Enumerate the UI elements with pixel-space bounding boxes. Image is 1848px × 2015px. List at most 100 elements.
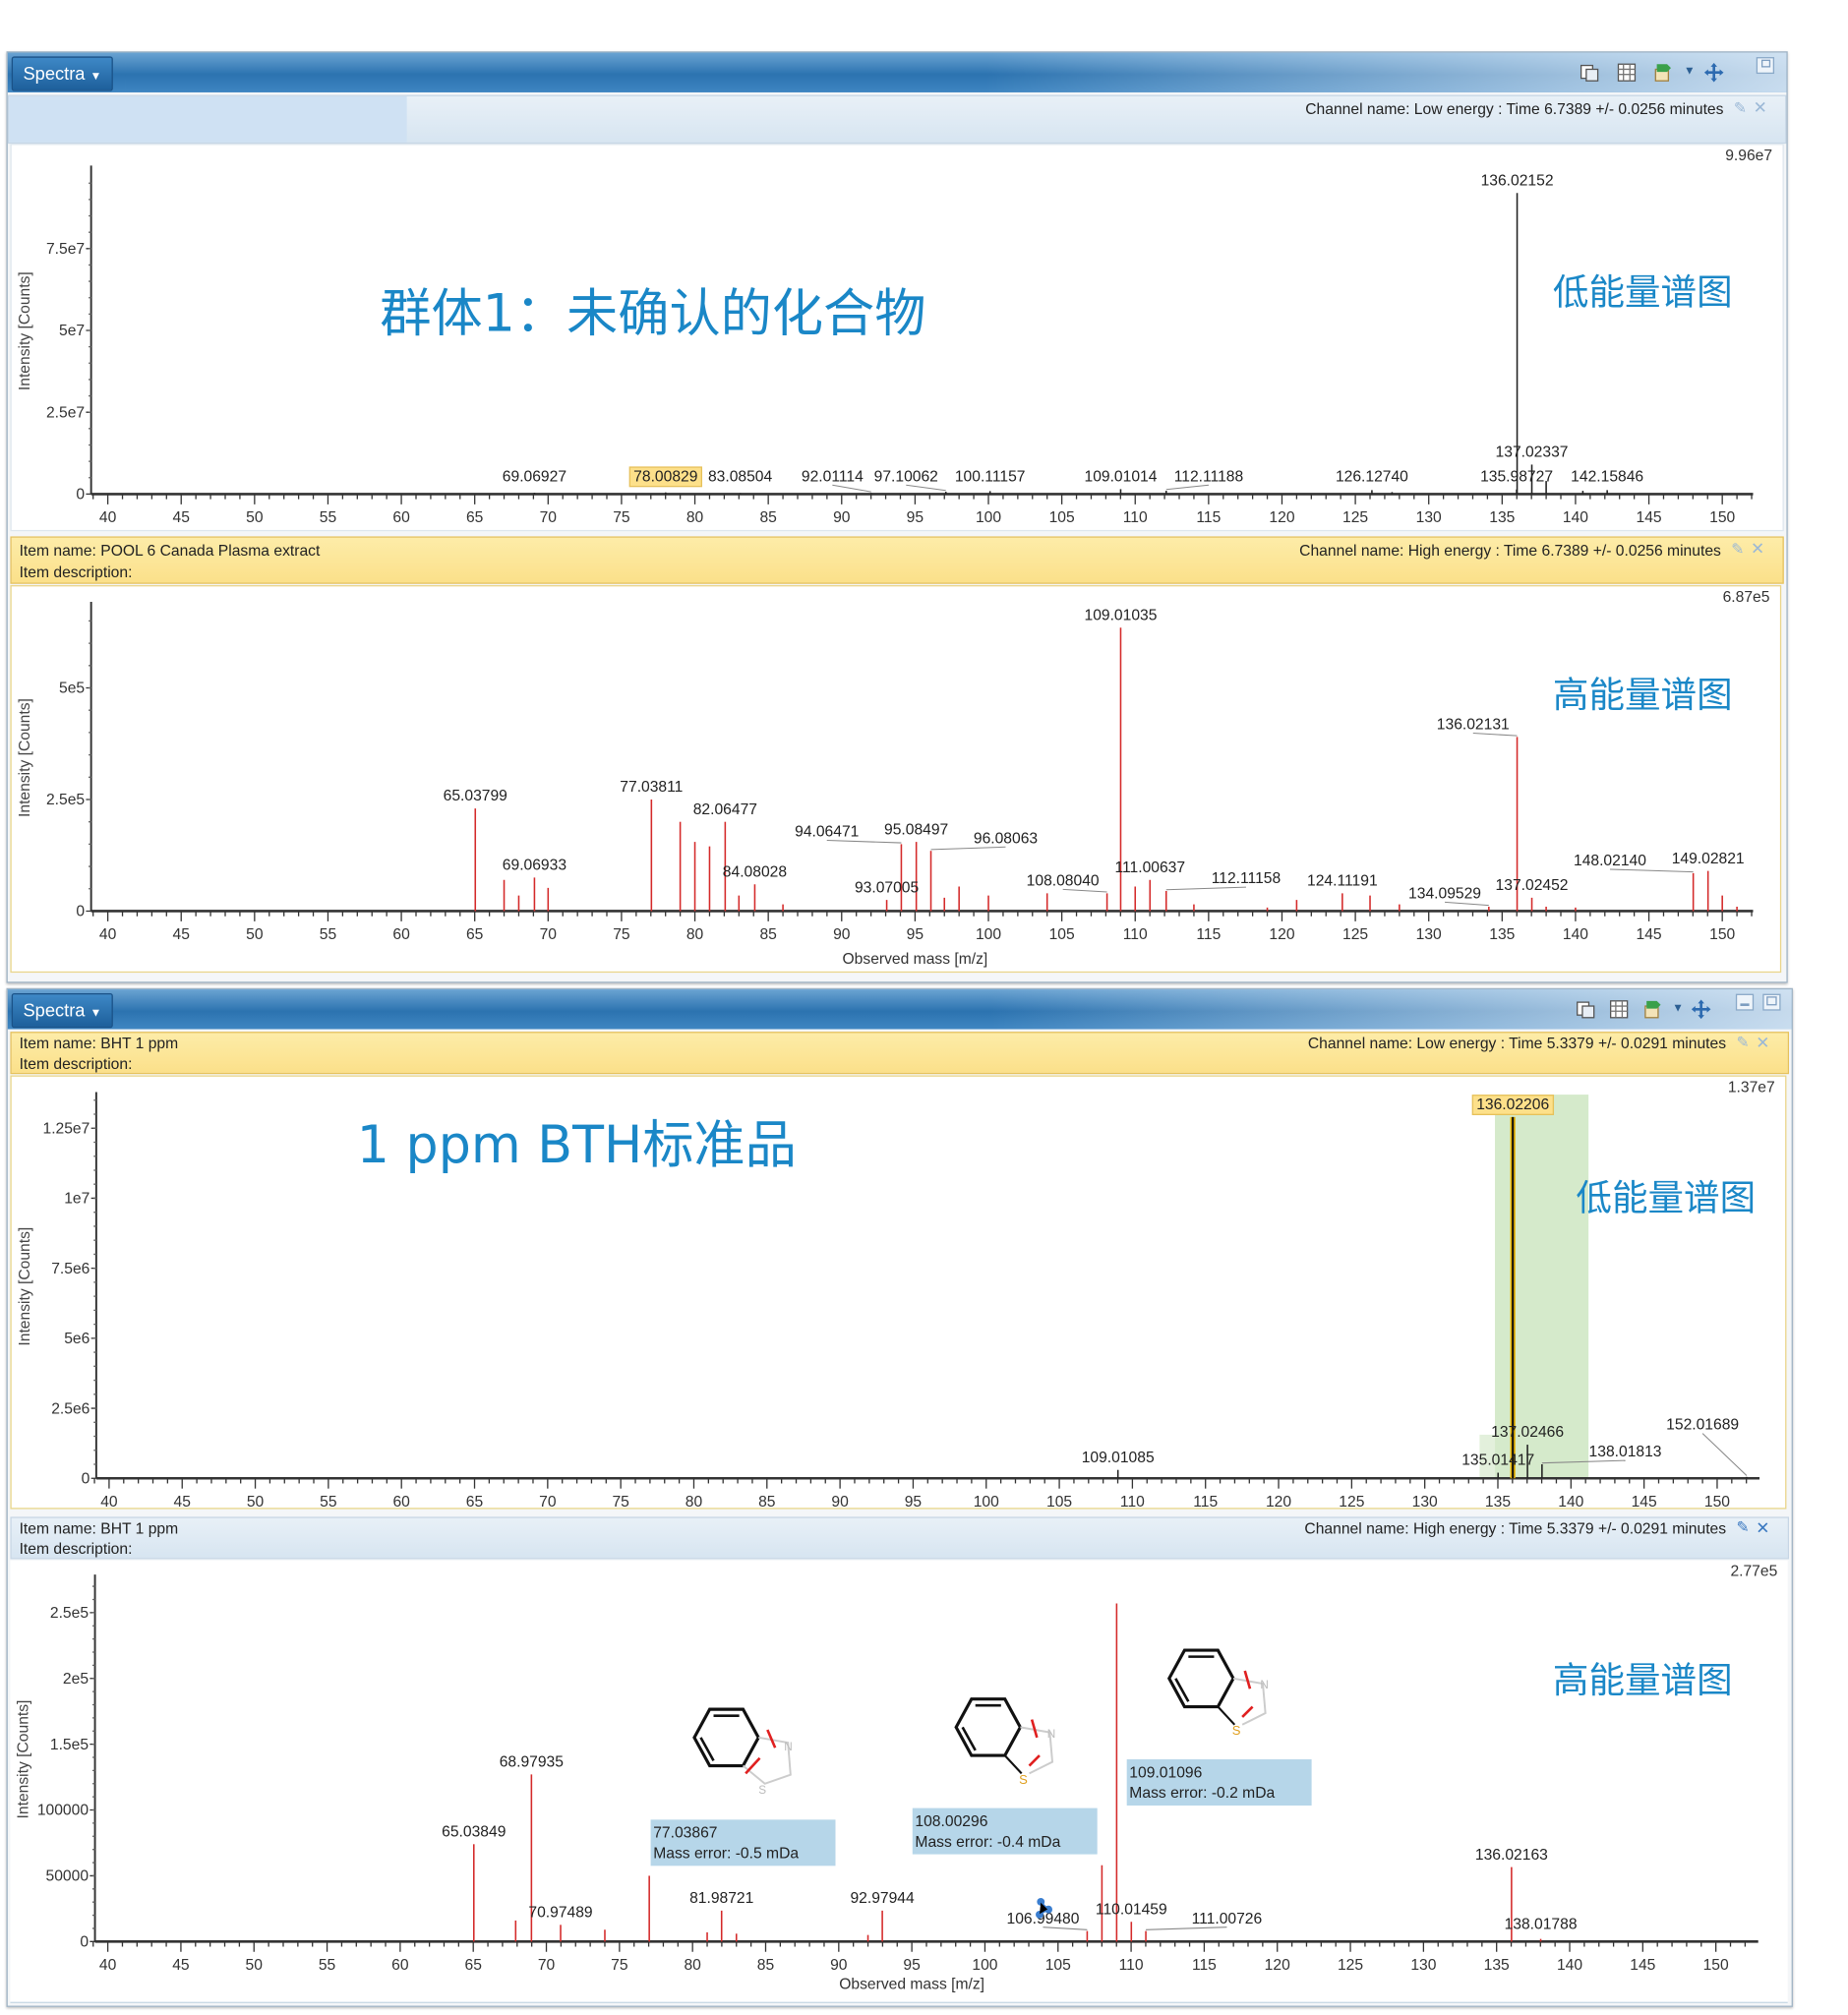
- annotation-mass: 109.01096: [1129, 1762, 1203, 1782]
- panel-high-energy-header[interactable]: Item name: POOL 6 Canada Plasma extract …: [10, 536, 1784, 584]
- pan-icon[interactable]: [1703, 62, 1724, 83]
- x-tick-label: 65: [465, 1957, 483, 1974]
- peak-label: 82.06477: [693, 801, 757, 818]
- x-tick-label: 120: [1266, 1494, 1291, 1508]
- x-tick-label: 60: [391, 1957, 409, 1974]
- x-tick-label: 140: [1563, 926, 1588, 943]
- overlay-high-energy-label: 高能量谱图: [1552, 1659, 1733, 1702]
- close-icon[interactable]: ✕: [1756, 1033, 1770, 1053]
- panel-low-energy-header[interactable]: Item name: BHT 1 ppm Item description: C…: [10, 1032, 1790, 1075]
- y-tick-label: 0: [82, 1470, 90, 1487]
- export-icon[interactable]: [1653, 63, 1673, 83]
- x-tick-label: 90: [833, 926, 851, 943]
- x-tick-label: 80: [684, 1957, 701, 1974]
- peak-label: 65.03799: [444, 788, 507, 804]
- x-tick-label: 45: [173, 509, 191, 526]
- x-tick-label: 130: [1412, 1494, 1438, 1508]
- export-dropdown-icon[interactable]: ▼: [1672, 1000, 1684, 1014]
- x-tick-label: 150: [1704, 1494, 1730, 1508]
- atom-label-n: N: [784, 1741, 792, 1753]
- x-tick-label: 110: [1123, 926, 1148, 943]
- x-tick-label: 100: [974, 1494, 999, 1508]
- peak-label: 69.06933: [503, 858, 567, 874]
- peak-label-leader: [1062, 888, 1107, 893]
- x-tick-label: 75: [613, 509, 630, 526]
- spectra-menu-button[interactable]: Spectra▼: [11, 992, 114, 1029]
- x-tick-label: 125: [1342, 926, 1368, 943]
- peak-label: 137.02452: [1496, 877, 1569, 894]
- x-tick-label: 140: [1563, 509, 1588, 526]
- table-icon[interactable]: [1609, 1000, 1629, 1020]
- x-tick-label: 150: [1709, 509, 1735, 526]
- pin-icon[interactable]: ✎: [1736, 1517, 1750, 1536]
- restore-window-icon[interactable]: [1756, 56, 1775, 76]
- minimize-window-icon[interactable]: [1735, 993, 1755, 1013]
- annotation-mass: 108.00296: [915, 1811, 988, 1830]
- item-description: Item description:: [19, 563, 133, 582]
- pin-icon[interactable]: ✎: [1731, 540, 1745, 559]
- y-tick-label: 1.5e5: [50, 1737, 89, 1753]
- panel-high-energy-header[interactable]: Item name: BHT 1 ppm Item description: C…: [10, 1516, 1790, 1560]
- restore-window-icon[interactable]: [1762, 993, 1782, 1013]
- channel-name: Channel name: High energy : Time 5.3379 …: [1304, 1519, 1727, 1538]
- x-tick-label: 110: [1119, 1957, 1144, 1974]
- y-axis-label: Intensity [Counts]: [16, 1700, 32, 1819]
- pan-icon[interactable]: [1691, 999, 1711, 1020]
- y-tick-label: 1.25e7: [42, 1120, 89, 1137]
- x-tick-label: 70: [540, 509, 558, 526]
- close-icon[interactable]: ✕: [1753, 97, 1767, 117]
- panel-low-energy-header[interactable]: Channel name: Low energy : Time 6.7389 +…: [7, 94, 1787, 145]
- y-axis-label: Intensity [Counts]: [17, 1227, 33, 1346]
- peak-label: 138.01788: [1505, 1916, 1578, 1932]
- pin-icon[interactable]: ✎: [1733, 98, 1747, 117]
- x-tick-label: 145: [1630, 1957, 1655, 1974]
- x-tick-label: 125: [1342, 509, 1368, 526]
- x-tick-label: 130: [1416, 509, 1442, 526]
- y-tick-label: 5e6: [64, 1331, 89, 1347]
- x-tick-label: 45: [174, 1494, 192, 1508]
- peak-label-leader: [930, 846, 1006, 851]
- copy-icon[interactable]: [1580, 63, 1599, 83]
- export-icon[interactable]: [1642, 1000, 1662, 1020]
- x-tick-label: 40: [99, 1957, 117, 1974]
- peak-label: 95.08497: [884, 821, 948, 838]
- export-dropdown-icon[interactable]: ▼: [1684, 64, 1696, 78]
- pin-icon[interactable]: ✎: [1736, 1033, 1750, 1051]
- peak-label: 111.00637: [1114, 859, 1185, 876]
- x-tick-label: 100: [976, 926, 1001, 943]
- x-tick-label: 115: [1196, 926, 1221, 943]
- annotation-mass-error: Mass error: -0.5 mDa: [653, 1844, 800, 1863]
- close-icon[interactable]: ✕: [1751, 539, 1765, 559]
- overlay-high-energy-label: 高能量谱图: [1552, 674, 1733, 717]
- x-tick-label: 110: [1123, 509, 1148, 526]
- item-name: Item name: BHT 1 ppm: [19, 1034, 179, 1053]
- peak-label-leader: [906, 484, 946, 492]
- x-tick-label: 100: [976, 509, 1001, 526]
- x-tick-label: 85: [759, 926, 777, 943]
- spectra-menu-button[interactable]: Spectra▼: [11, 56, 114, 91]
- x-tick-label: 120: [1269, 509, 1294, 526]
- table-icon[interactable]: [1617, 63, 1637, 83]
- y-max-label: 9.96e7: [1725, 148, 1772, 164]
- copy-icon[interactable]: [1576, 1000, 1595, 1020]
- peak-label-leader: [1043, 1926, 1088, 1930]
- molecule-icon[interactable]: [1033, 1897, 1055, 1920]
- x-tick-label: 110: [1120, 1494, 1145, 1508]
- peak-label: 68.97935: [500, 1754, 565, 1771]
- peak-label: 81.98721: [689, 1890, 753, 1907]
- peak-label: 77.03811: [620, 779, 683, 796]
- y-tick-label: 0: [80, 1934, 89, 1951]
- peak-label: 137.02337: [1496, 444, 1569, 461]
- peak-label: 97.10062: [874, 468, 938, 485]
- close-icon[interactable]: ✕: [1756, 1517, 1770, 1538]
